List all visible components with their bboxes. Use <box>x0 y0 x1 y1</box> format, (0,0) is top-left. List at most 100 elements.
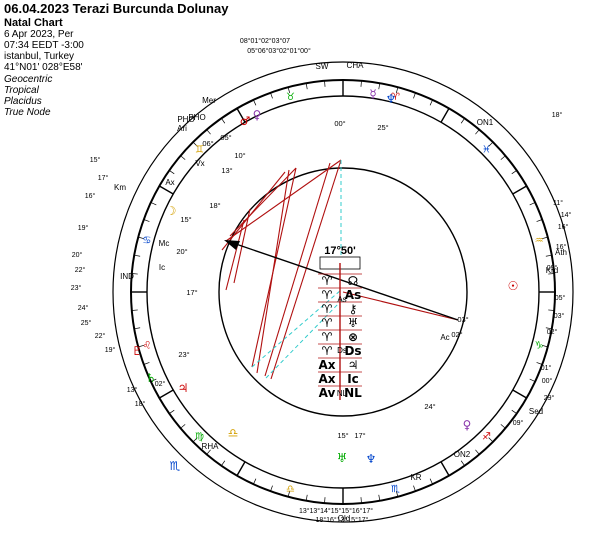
degree-tick <box>236 108 246 123</box>
top-rim-degrees: 05°06°03°02°01°00° <box>247 47 311 55</box>
planet-glyph: ♇ <box>132 344 143 358</box>
planet-glyph: ☿ <box>369 87 376 101</box>
degree-tick <box>143 219 150 222</box>
aspect-line <box>221 171 286 251</box>
aspect-lines <box>221 159 459 380</box>
side-degree-left: 15° <box>90 156 101 164</box>
degree-tick <box>324 497 326 504</box>
chart-point-label: Ic <box>159 263 165 272</box>
angle-label: KR <box>410 473 421 482</box>
aspect-line <box>264 162 331 377</box>
side-degree-left: 13° <box>127 386 138 394</box>
degree-tick <box>169 170 175 175</box>
side-degree-left: 20° <box>72 251 83 259</box>
aspect-grid-row-right: ⚷ <box>349 302 358 316</box>
planet-glyph: ☽ <box>166 204 177 218</box>
aspect-grid-row-left: ♈ <box>322 316 333 330</box>
top-rim-degrees-2: 08°01°02°03°07 <box>240 37 290 45</box>
ascendant-arrow-line <box>229 241 459 321</box>
mode-geocentric: Geocentric <box>4 73 53 85</box>
planet-glyph: ♆ <box>386 92 397 106</box>
chart-point-label: PHO <box>177 115 194 124</box>
zodiac-sign-glyph: ♓ <box>482 144 491 155</box>
degree-tick <box>413 92 416 99</box>
zodiac-sign-glyph: ♏ <box>391 484 400 495</box>
chart-type: Natal Chart <box>4 16 63 29</box>
side-degree-left: 16° <box>85 192 96 200</box>
degree-tick <box>529 378 536 382</box>
planet-glyph: ♆ <box>366 452 377 466</box>
chart-date: 6 Apr 2023, Per <box>4 28 74 40</box>
zodiac-sign-glyph: ♐ <box>482 432 491 443</box>
house-degree-label: 25° <box>377 123 388 132</box>
degree-tick <box>206 449 211 455</box>
side-degree-left: 23° <box>71 284 82 292</box>
side-degree-right: 00° <box>542 377 553 385</box>
degree-tick <box>545 254 552 257</box>
side-degree-right: 02° <box>547 328 558 336</box>
side-degree-left: 24° <box>78 304 89 312</box>
degree-tick <box>488 141 494 147</box>
chart-point-label: CHA <box>347 61 365 70</box>
angle-label: ON2 <box>454 450 471 459</box>
side-degree-left: 19° <box>105 346 116 354</box>
aspect-grid-row-right: NL <box>344 386 362 400</box>
zodiac-sign-glyph: ♌ <box>142 341 151 352</box>
degree-tick <box>536 219 543 222</box>
side-degree-left: 17° <box>98 174 109 182</box>
zodiac-sign-glyph: ♊ <box>195 144 204 155</box>
house-degree-label: 17° <box>354 431 365 440</box>
minor-aspect-line <box>251 289 342 368</box>
degree-tick <box>192 437 198 443</box>
house-degree-label: 13° <box>221 166 232 175</box>
chart-point-label: Mc <box>159 239 170 248</box>
degree-tick <box>159 389 174 399</box>
degree-tick <box>541 236 548 240</box>
side-degree-left: 19° <box>78 224 89 232</box>
degree-tick <box>541 344 548 348</box>
planet-glyph: ♄ <box>146 371 157 385</box>
zodiac-sign-glyph: ♈ <box>391 92 400 103</box>
chart-point-label: NL <box>337 389 348 398</box>
side-degree-right: 11° <box>553 199 563 207</box>
degree-tick <box>395 490 399 497</box>
bottom-rim-degrees-2: 18°16°13°15°17° <box>316 516 369 524</box>
angle-label: Krd <box>546 266 558 275</box>
side-degree-right: 03° <box>554 312 565 320</box>
degree-tick <box>440 108 450 123</box>
planet-glyph: ♅ <box>337 451 348 465</box>
degree-tick <box>378 494 381 501</box>
aspect-line <box>342 291 459 321</box>
zodiac-sign-glyph: ♎ <box>286 484 295 495</box>
zodiac-sign-glyph: ♋ <box>142 235 151 246</box>
aspect-grid-row-left: ♈ <box>322 288 333 302</box>
aspect-line <box>229 167 297 237</box>
chart-title: 06.04.2023 Terazi Burcunda Dolunay <box>4 1 229 16</box>
degree-tick <box>150 202 157 206</box>
degree-tick <box>287 490 291 497</box>
planet-glyph: ☉ <box>508 279 519 293</box>
degree-tick <box>500 424 506 429</box>
degree-tick <box>500 155 506 160</box>
chart-place: istanbul, Turkey <box>4 51 75 63</box>
degree-tick <box>512 389 527 399</box>
degree-tick <box>536 362 543 365</box>
outer-labels: AriPHOON1KmINDAthKrdRHAOldKRON2SedMer00°… <box>71 37 572 524</box>
degree-tick <box>138 344 145 348</box>
degree-tick <box>511 170 517 175</box>
house-degree-label: 05° <box>220 133 231 142</box>
aspect-grid-row-left: Av <box>319 386 336 400</box>
house-degree-label: 20° <box>176 247 187 256</box>
planet-glyph: ♎ <box>228 426 239 440</box>
house-degree-label: 03° <box>457 315 468 324</box>
degree-tick <box>511 409 517 414</box>
outer-ring <box>112 61 574 523</box>
angle-label: Km <box>114 183 126 192</box>
degree-tick <box>360 497 362 504</box>
aspect-grid-row-left: Ax <box>318 358 335 372</box>
aspect-grid-row-right: As <box>345 288 361 302</box>
aspect-grid-row-left: ♈ <box>322 274 333 288</box>
mode-tropical: Tropical <box>4 84 39 96</box>
